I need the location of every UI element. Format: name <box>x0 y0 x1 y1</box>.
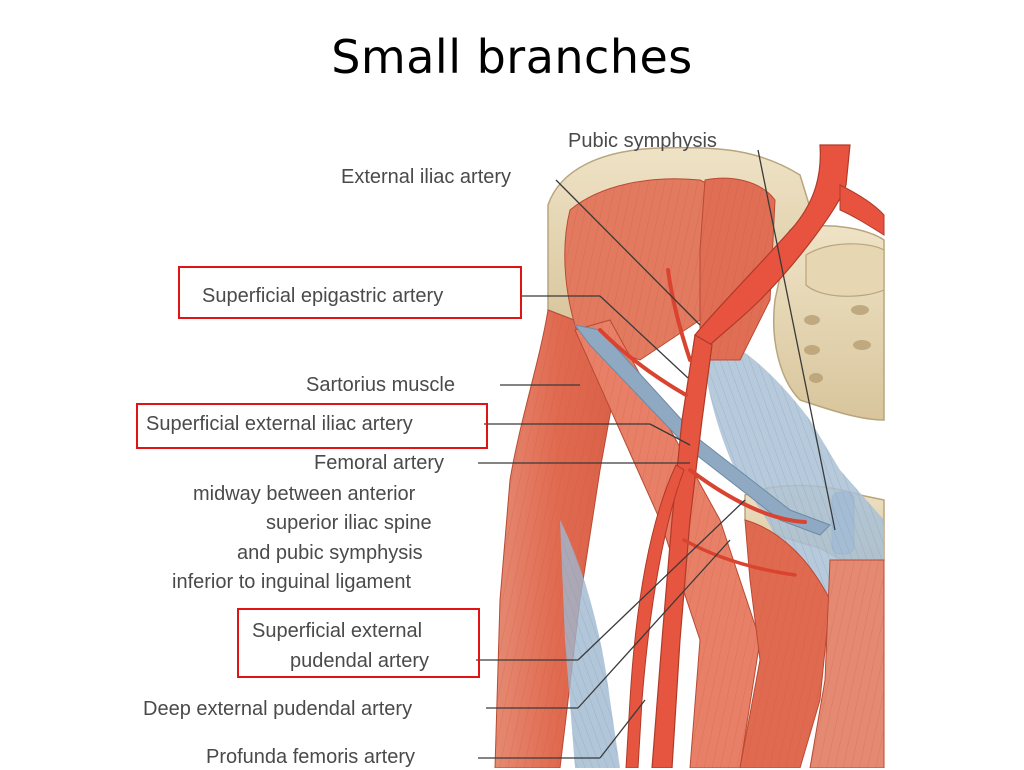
highlight-box-superficial-external-pudendal <box>237 608 480 678</box>
label-femoral-artery: Femoral artery <box>314 452 445 474</box>
label-femoral-note-1: midway between anterior <box>193 483 416 505</box>
label-sartorius-muscle: Sartorius muscle <box>306 374 455 396</box>
label-external-iliac-artery: External iliac artery <box>341 166 512 188</box>
label-femoral-note-4: inferior to inguinal ligament <box>172 571 412 593</box>
common-iliac-right <box>839 184 885 236</box>
highlight-box-superficial-external-iliac <box>136 403 488 449</box>
superficial-external-pudendal-branch <box>688 468 807 524</box>
superficial-epigastric-branch <box>666 268 692 362</box>
superficial-external-iliac-branch <box>598 328 688 397</box>
sacral-foramina <box>804 305 871 383</box>
label-superficial-external-pudendal-2: pudendal artery <box>290 650 429 672</box>
inguinal-ligament <box>573 324 831 536</box>
profunda-femoris <box>625 464 685 768</box>
label-superficial-epigastric-artery: Superficial epigastric artery <box>202 285 444 307</box>
label-profunda-femoris-artery: Profunda femoris artery <box>206 746 415 768</box>
label-superficial-external-iliac-artery: Superficial external iliac artery <box>146 413 413 435</box>
label-femoral-note-3: and pubic symphysis <box>237 542 423 564</box>
slide-title: Small branches <box>331 30 693 84</box>
deep-external-pudendal-branch <box>682 538 797 577</box>
leader-lines <box>476 149 836 759</box>
label-superficial-external-pudendal-1: Superficial external <box>252 620 423 642</box>
label-deep-external-pudendal-artery: Deep external pudendal artery <box>143 698 413 720</box>
label-pubic-symphysis: Pubic symphysis <box>568 130 717 152</box>
label-femoral-note-2: superior iliac spine <box>266 512 432 534</box>
vertebra-bone <box>805 243 885 297</box>
highlight-box-superficial-epigastric <box>178 266 522 319</box>
